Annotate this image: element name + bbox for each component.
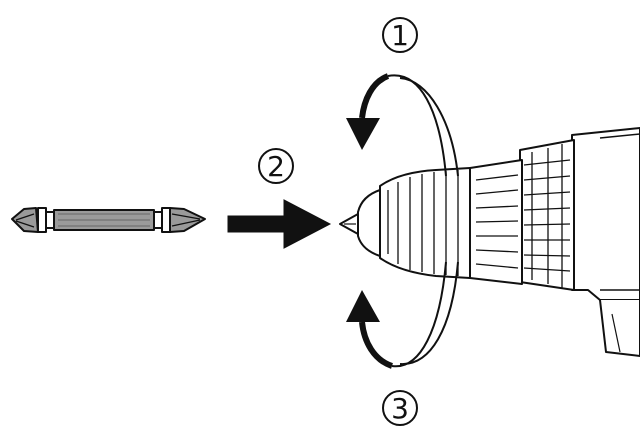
step-1-label: 1 (391, 19, 409, 52)
screwdriver-bit-icon (11, 207, 206, 233)
step-3-label: 3 (391, 392, 409, 425)
rotate-counterclockwise-icon (346, 73, 390, 150)
drill-body (519, 127, 640, 357)
rotate-clockwise-icon (346, 290, 394, 369)
rotation-ring (387, 74, 459, 368)
step-2-label: 2 (267, 150, 285, 183)
step-2-marker: 2 (258, 148, 294, 184)
step-1-marker: 1 (382, 17, 418, 53)
drill-chuck-icon (339, 159, 523, 285)
arrow-right-icon (227, 199, 332, 249)
step-3-marker: 3 (382, 390, 418, 426)
